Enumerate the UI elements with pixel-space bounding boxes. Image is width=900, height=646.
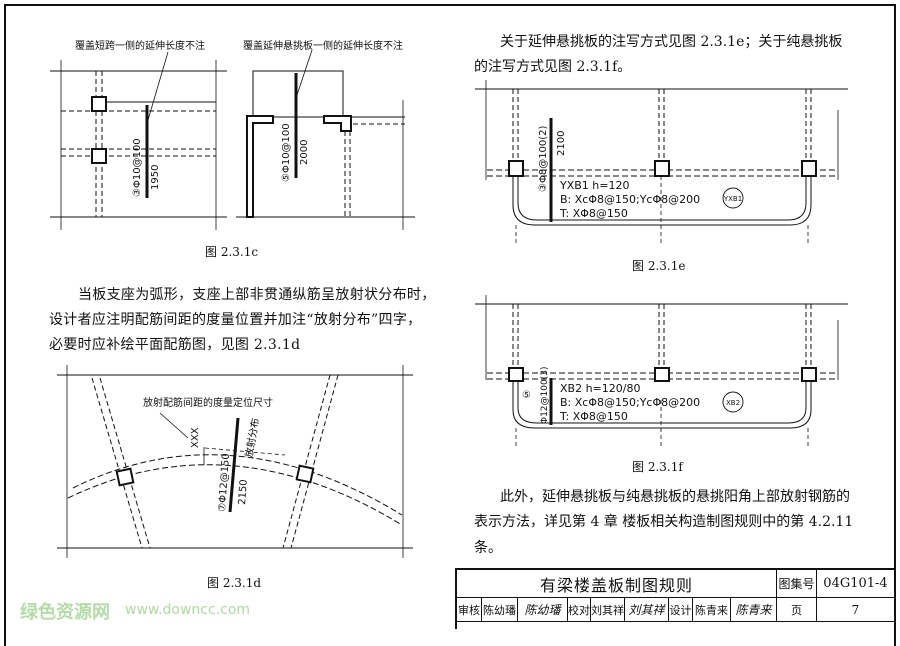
rebar-number: ⑤ [522,390,531,401]
radial-label: 放射分布 [242,417,262,459]
length-label: 1950 [150,165,161,190]
paragraph-line: 当板支座为弧形，支座上部非贯通纵筋呈放射状分布时， [78,287,436,303]
paragraph-line: 必要时应补绘平面配筋图，见图 2.3.1d [49,337,301,353]
title-block: 有梁楼盖板制图规则 图集号 04G101-4 审核 陈幼璠 陈幼璠 校对 刘其祥… [455,568,895,629]
figure-caption: 图 2.3.1c [205,245,258,259]
rebar-label: ③Φ8@100(2) [538,125,549,192]
paragraph-line: 表示方法，详见第 4 章 楼板相关构造制图规则中的第 4.2.11 [474,514,854,530]
rebar-label: ⑦Φ12@150 [217,453,232,512]
slab-spec-line: B: XcΦ8@150;YcΦ8@200 [560,396,700,409]
paragraph-line: 设计者应注明配筋间距的度量位置并加注“放射分布”四字， [49,312,422,328]
slab-spec-line: T: XΦ8@150 [559,410,628,423]
note-label: 覆盖短跨一侧的延伸长度不注 [75,39,205,52]
review-label: 审核 [457,598,482,622]
checker-signature: 刘其祥 [625,598,669,622]
page-border [4,4,896,646]
paragraph-line: 的注写方式见图 2.3.1f。 [474,59,632,75]
atlas-number: 04G101-4 [817,570,895,598]
rebar-label: ⑤Φ10@100 [281,123,292,182]
figure-2-3-1d: 放射配筋间距的度量定位尺寸 XXX ⑦Φ12@150 2150 放射分布 [57,365,413,558]
check-label: 校对 [568,598,591,622]
figure-2-3-1f: ⑤ Φ12@100(3) XB2 h=120/80 B: XcΦ8@150;Yc… [475,295,848,447]
reviewer-name: 陈幼璠 [482,598,518,622]
page-number: 7 [817,598,895,622]
figure-caption: 图 2.3.1e [632,259,685,273]
slab-spec-line: B: XcΦ8@150;YcΦ8@200 [560,193,700,206]
figure-2-3-1c-left: ③Φ10@100 1950 覆盖短跨一侧的延伸长度不注 [50,39,227,230]
drawing-title: 有梁楼盖板制图规则 [457,570,777,598]
slab-spec-line: T: XΦ8@150 [559,207,628,220]
slab-spec-line: XB2 h=120/80 [560,382,640,395]
designer-signature: 陈青来 [731,598,777,622]
figure-2-3-1e: ③Φ8@100(2) 2100 YXB1 h=120 B: XcΦ8@150;Y… [475,80,848,245]
note-label: 放射配筋间距的度量定位尺寸 [143,396,273,409]
watermark: 绿色资源网 [20,602,110,623]
paragraph-line: 此外，延伸悬挑板与纯悬挑板的悬挑阳角上部放射钢筋的 [500,489,850,505]
designer-name: 陈青来 [693,598,731,622]
figure-caption: 图 2.3.1d [207,576,261,590]
note-label: 覆盖延伸悬挑板一侧的延伸长度不注 [243,39,403,52]
atlas-label: 图集号 [777,570,817,598]
dimension-label: XXX [190,427,201,448]
length-label: 2150 [237,479,250,505]
reviewer-signature: 陈幼璠 [518,598,568,622]
paragraph-line: 条。 [474,540,502,556]
figure-caption: 图 2.3.1f [632,460,684,474]
length-label: 2100 [556,131,567,156]
checker-name: 刘其祥 [591,598,625,622]
page-label: 页 [777,598,817,622]
figure-2-3-1c-right: ⑤Φ10@100 2000 覆盖延伸悬挑板一侧的延伸长度不注 [236,39,415,230]
rebar-label: Φ12@100(3) [540,367,550,424]
drawings: ③Φ10@100 1950 覆盖短跨一侧的延伸长度不注 ⑤Φ10@100 200… [50,39,848,590]
design-label: 设计 [669,598,693,622]
slab-tag: XB2 [726,399,740,407]
slab-spec-line: YXB1 h=120 [559,179,629,192]
length-label: 2000 [299,140,310,165]
slab-tag: YXB1 [723,195,742,203]
watermark-url: www.downcc.com [125,602,251,618]
paragraph-line: 关于延伸悬挑板的注写方式见图 2.3.1e；关于纯悬挑板 [500,34,843,50]
rebar-label: ③Φ10@100 [132,138,143,197]
